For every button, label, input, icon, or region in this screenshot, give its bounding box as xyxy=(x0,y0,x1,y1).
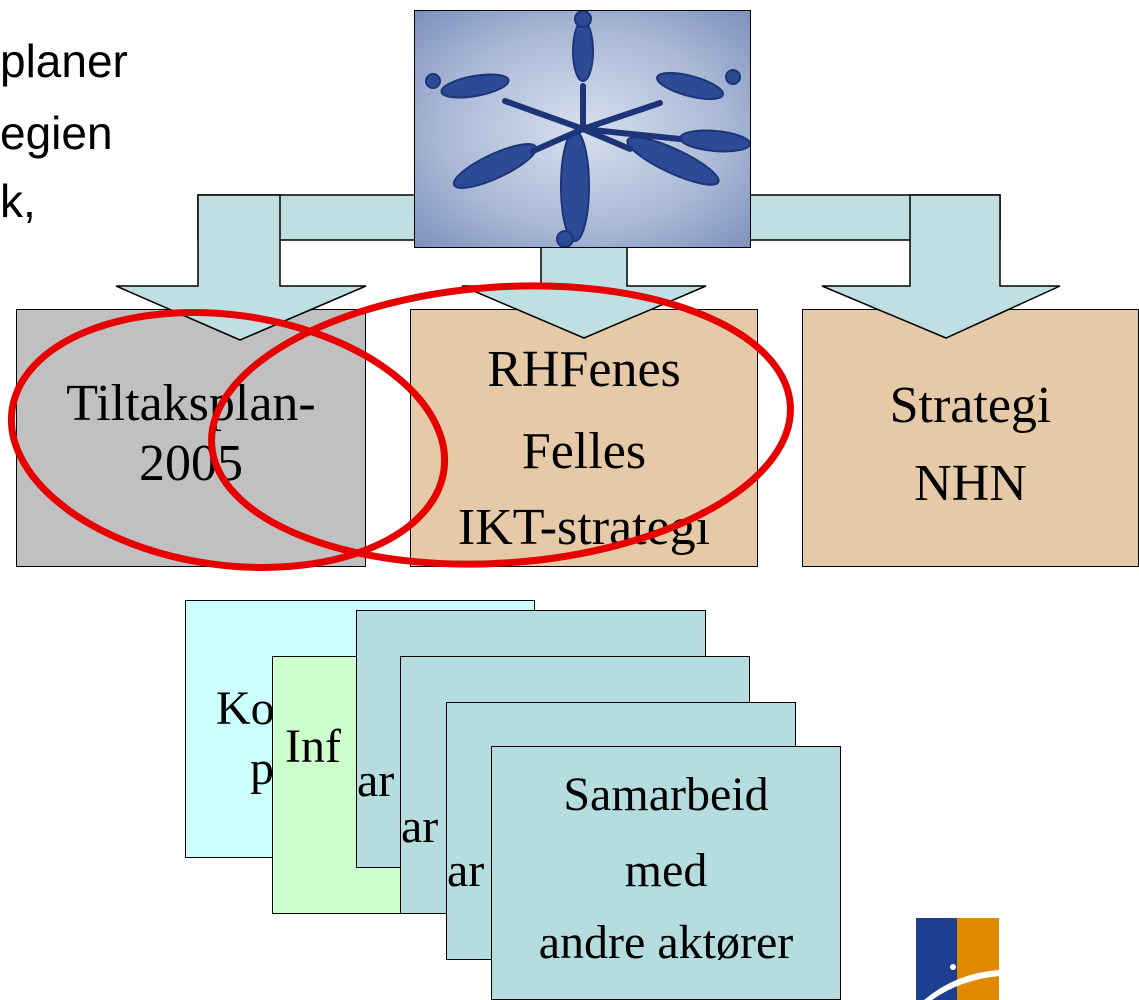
card-2-text: Inf xyxy=(285,720,341,773)
logo-mark xyxy=(916,918,999,1000)
box-rhfenes-line-2: Felles xyxy=(521,423,647,480)
card-3-text: ar xyxy=(357,754,395,807)
swimmers-photo xyxy=(414,10,751,248)
card-samarbeid: Samarbeid med andre aktører xyxy=(491,746,841,1000)
box-tiltaksplan: Tiltaksplan- 2005 xyxy=(16,309,366,567)
card-samarbeid-line-1: Samarbeid xyxy=(563,768,769,821)
card-1-text: Ko xyxy=(216,682,275,735)
red-ellipse-right xyxy=(208,282,794,568)
left-text-line-2: egien xyxy=(0,107,113,159)
box-strategi-nhn: Strategi NHN xyxy=(802,309,1139,567)
card-4-text: ar xyxy=(401,800,439,853)
box-rhfenes-strategi: RHFenes Felles IKT-strategi xyxy=(410,309,758,567)
box-tiltaksplan-line-1: Tiltaksplan- xyxy=(66,375,316,432)
card-samarbeid-line-2: med xyxy=(624,844,708,897)
box-strategi-nhn-line-1: Strategi xyxy=(889,377,1052,434)
box-rhfenes-line-1: RHFenes xyxy=(487,341,681,398)
logo xyxy=(916,918,999,1000)
card-samarbeid-line-3: andre aktører xyxy=(538,916,794,969)
left-text-line-3: k, xyxy=(0,175,36,227)
left-text-line-1: planer xyxy=(0,35,128,87)
card-5-text: ar xyxy=(447,844,485,897)
arrow-left xyxy=(115,194,367,341)
card-1-text-2: p xyxy=(250,742,274,795)
arrow-right xyxy=(821,194,1061,339)
red-ellipse-left xyxy=(7,309,449,571)
box-strategi-nhn-line-2: NHN xyxy=(914,455,1027,512)
swimmers-illustration xyxy=(415,11,750,247)
